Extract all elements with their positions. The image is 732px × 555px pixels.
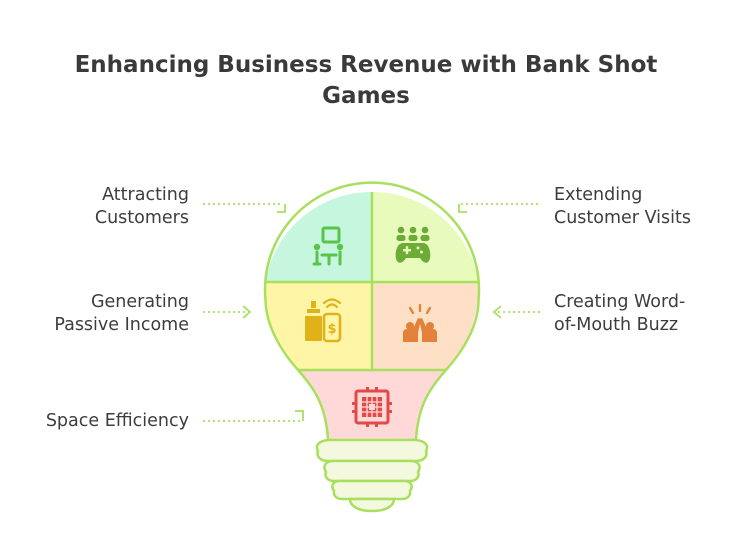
- connector-word-of-mouth: [492, 305, 541, 319]
- connector-attracting: [203, 203, 286, 213]
- bulb-base: [315, 438, 429, 513]
- payment-terminal-icon: $: [305, 298, 342, 343]
- connector-extending: [458, 203, 541, 213]
- segment-attracting-customers: [265, 191, 372, 282]
- bulb-outline: [263, 181, 481, 441]
- label-space-efficiency: Space Efficiency: [45, 411, 189, 431]
- gaming-group-icon: [395, 226, 431, 263]
- label-passive-income: Generating Passive Income: [54, 292, 189, 335]
- connector-passive-income: [203, 305, 252, 319]
- game-board-icon: [352, 387, 392, 427]
- svg-text:$: $: [327, 322, 336, 337]
- label-extending-visits: Extending Customer Visits: [554, 185, 691, 228]
- high-five-icon: [403, 303, 437, 342]
- page-title: Enhancing Business Revenue with Bank Sho…: [74, 52, 658, 109]
- connector-space-efficiency: [203, 410, 304, 422]
- label-attracting-customers: Attracting Customers: [94, 185, 189, 228]
- customers-icon: [312, 226, 344, 266]
- label-word-of-mouth: Creating Word- of-Mouth Buzz: [554, 292, 686, 335]
